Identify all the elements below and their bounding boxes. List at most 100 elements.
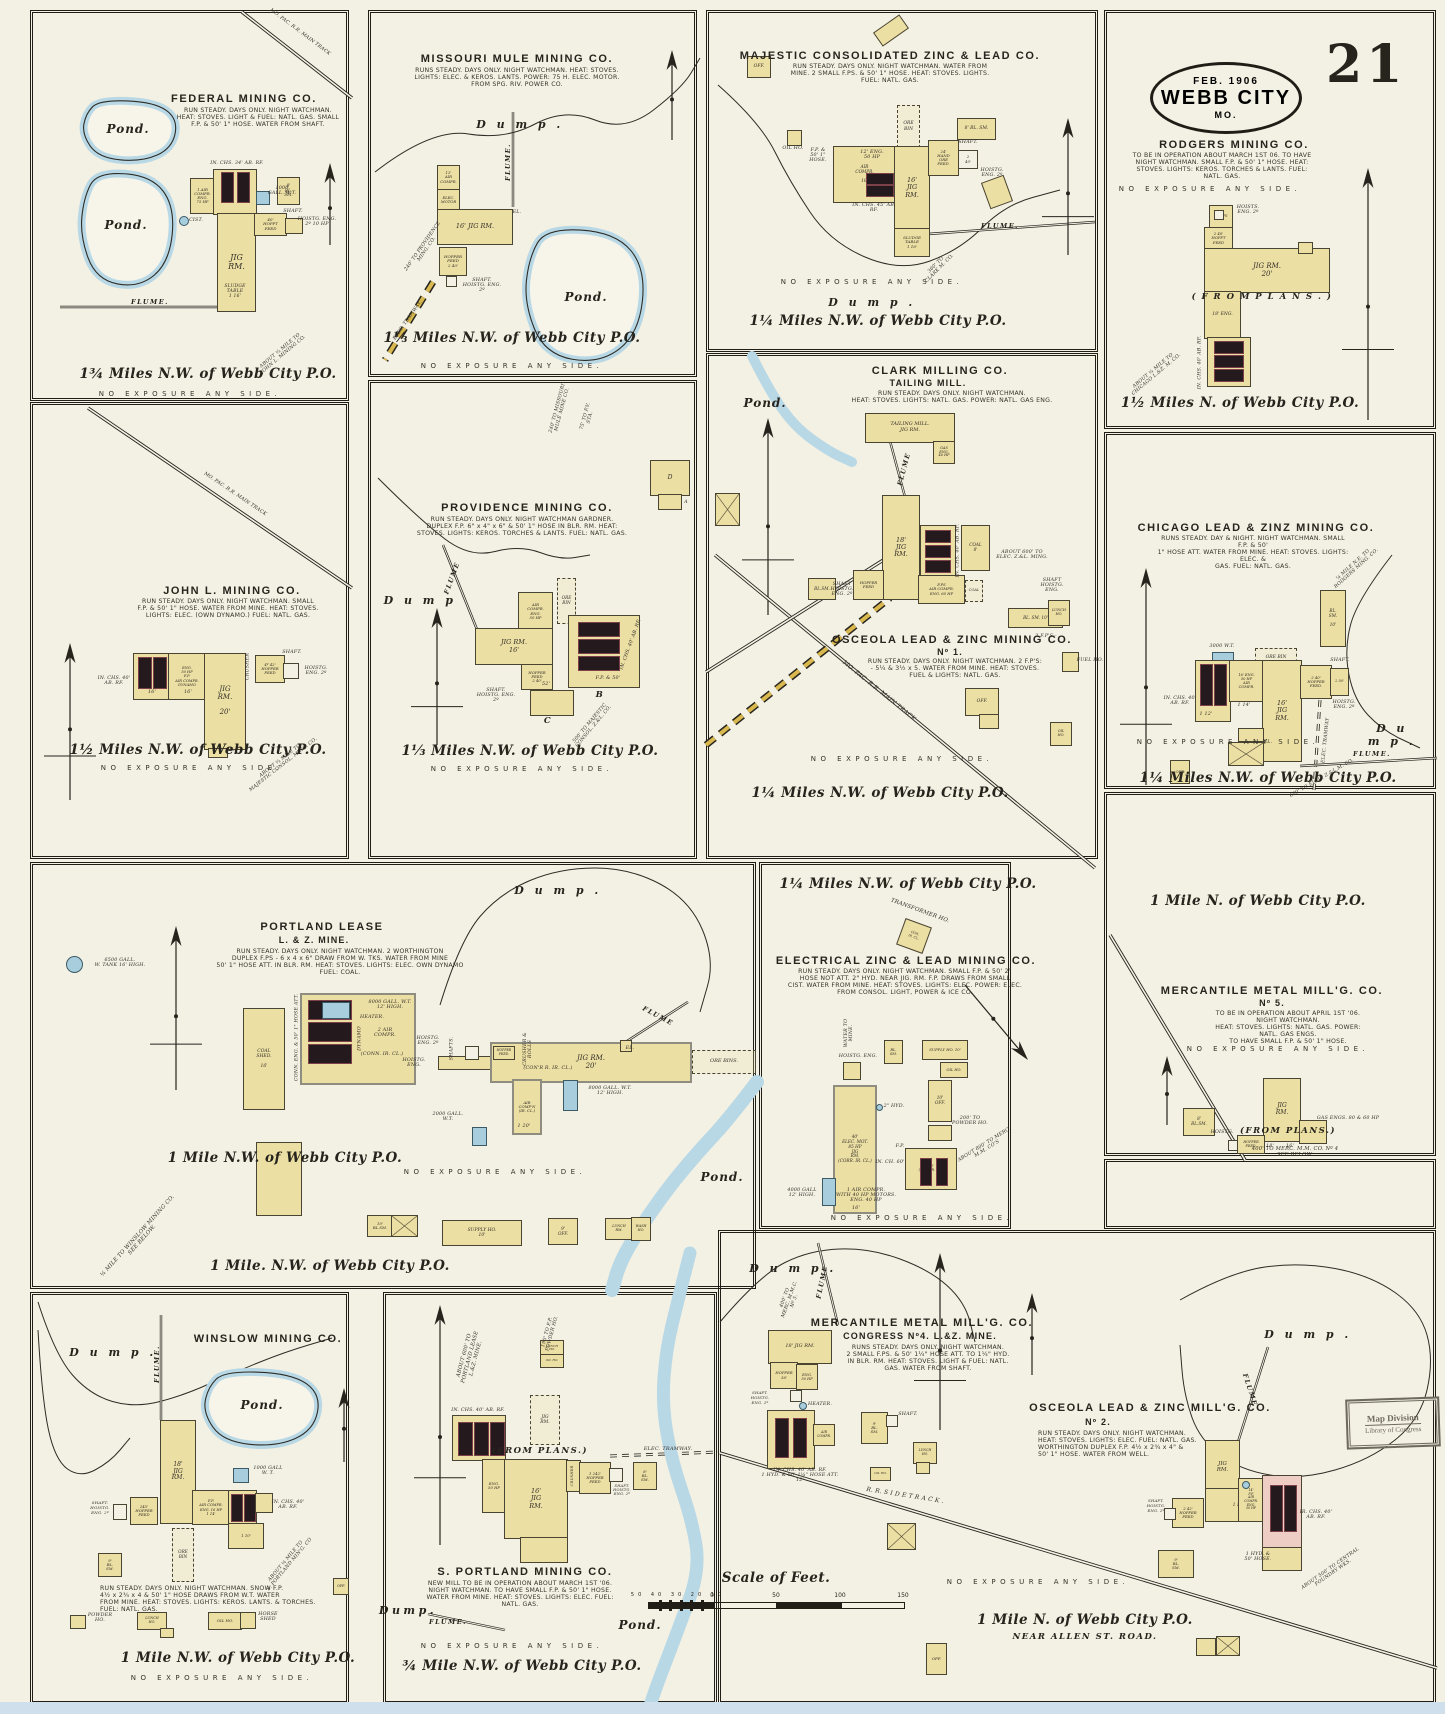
- map-label: SHAFT.: [282, 650, 302, 655]
- boiler: [578, 656, 620, 671]
- crossed-building: [1228, 742, 1264, 766]
- map-label: F.P.: [895, 1144, 905, 1149]
- map-label: NEAR ALLEN ST. ROAD.: [1012, 1632, 1158, 1642]
- boiler: [138, 657, 152, 689]
- building: OIL HO.: [870, 1467, 891, 1481]
- building: COAL: [965, 580, 983, 602]
- building: [160, 1628, 174, 1638]
- map-label: FLUME.: [504, 143, 512, 181]
- building-label: BL.SM.: [814, 585, 830, 591]
- map-label: 8000 GALL. W.T. 12' HIGH.: [588, 1086, 632, 1096]
- boiler: [793, 1418, 807, 1458]
- map-label: FLUME.: [1353, 750, 1391, 758]
- building: [70, 1615, 86, 1629]
- panel-title: WINSLOW MINING CO.: [193, 1333, 343, 1345]
- no-exposure-note: NO EXPOSURE ANY SIDE.: [830, 1214, 1014, 1222]
- building-label: LUNCH HO.: [918, 1448, 932, 1456]
- scale-number: 50 40 30 20 10: [630, 1592, 726, 1598]
- boiler: [1214, 369, 1244, 382]
- map-label: IN. CHS. 40' AB. RF.: [1163, 696, 1197, 706]
- building-label: 12' AIR COMPR.: [440, 170, 457, 184]
- panel-rodgers: [1104, 10, 1436, 429]
- map-label: SHAFT. HOISTG. ENG. 2º: [613, 1484, 631, 1496]
- building-label: 2 42' HOPPER FEED: [1179, 1505, 1197, 1520]
- map-label: RUN STEADY. DAYS ONLY. NIGHT WATCHMAN. S…: [100, 1585, 316, 1613]
- boiler: [474, 1422, 489, 1456]
- building: ENG. 50 HP: [796, 1364, 818, 1390]
- map-label: SHAFT HOISTG. ENG. 2º: [830, 582, 854, 597]
- building: 1 10': [228, 1523, 264, 1549]
- building: JIG RM. 20': [490, 1042, 692, 1083]
- building-label: JIG RM.: [1275, 1102, 1289, 1116]
- building: [1238, 728, 1264, 742]
- panel-john-l: [30, 402, 349, 859]
- boiler: [1284, 1485, 1297, 1532]
- no-exposure-note: NO EXPOSURE ANY SIDE.: [98, 390, 282, 398]
- water-tank: [563, 1080, 578, 1111]
- map-label: 1 14': [1237, 703, 1251, 708]
- crossed-building: [715, 493, 740, 526]
- building: [255, 1493, 273, 1513]
- building-label: OIL HO.: [216, 1617, 234, 1623]
- building-label: ENG. 50 HP: [801, 1372, 813, 1381]
- cistern: [179, 216, 189, 226]
- map-label: 2" HYD.: [883, 1104, 905, 1109]
- building: 2 40' HOPPER FEED.: [1300, 665, 1332, 699]
- building-label: 1 10': [241, 1532, 251, 1538]
- map-label: SHAFT.: [283, 209, 303, 214]
- map-label: 1 AIR COMPR. WITH 40 HP MOTORS. ENG. 40 …: [835, 1188, 897, 1203]
- building: [1262, 1547, 1302, 1571]
- building-label: OFF.: [976, 699, 988, 705]
- scale-segment: [840, 1602, 905, 1609]
- building-label: ELEC. MOTOR: [440, 194, 457, 204]
- boiler: [1214, 664, 1227, 706]
- building-label: 40' HOPPT FEED: [263, 216, 278, 231]
- building-label: D: [667, 473, 673, 481]
- building: 18' ENG.: [1204, 291, 1241, 339]
- building-label: 2 40': [965, 154, 971, 164]
- panel-title: FEDERAL MINING CO.: [171, 93, 317, 105]
- scale-tick: [701, 1600, 704, 1611]
- building-label: HOPPER FEED 2 40': [528, 669, 546, 684]
- building: BL.SM.: [808, 578, 836, 600]
- scale-tick: [669, 1600, 673, 1611]
- map-label: IN. CHS. 40' AB. RF.: [955, 523, 961, 578]
- map-label: D u m p .: [1264, 1328, 1352, 1341]
- building: 16' ENG. 50 HP AIR COMPR.: [1229, 660, 1264, 702]
- map-label: SHAFT.: [958, 140, 978, 145]
- boiler: [308, 1022, 352, 1042]
- map-label: IN. CHS. 40' AB. RF.: [271, 1500, 305, 1510]
- building: [1164, 1508, 1176, 1520]
- building-label: 14' F.P. AIR COMPR. ENG. 50 HP: [1244, 1488, 1258, 1511]
- map-label: EL.: [625, 1046, 635, 1051]
- building: ELEC. MOTOR: [437, 189, 460, 211]
- map-label: B: [595, 690, 605, 700]
- building: TAILING MILL. JIG RM.: [865, 413, 955, 443]
- boiler: [936, 1158, 948, 1186]
- building-label: BL. SM.: [889, 1047, 898, 1056]
- building-label: TAILING MILL. JIG RM.: [890, 421, 930, 433]
- map-label: (CON'R R. IR. CL.): [523, 1066, 573, 1071]
- building: LUNCH HO.: [137, 1612, 167, 1630]
- building-label: SUPPLY HO. 10': [467, 1227, 497, 1238]
- building-label: HOPPER FEED.: [1243, 1139, 1259, 1148]
- boiler: [775, 1418, 789, 1458]
- panel-title: OSCEOLA LEAD & ZINC MINING CO.: [831, 634, 1073, 646]
- building: ENG. 50 HP F.P. AIR COMPR. DYNAMO: [168, 653, 206, 700]
- building: HOPPER FEED 2 40': [439, 247, 467, 276]
- building: 12' AIR COMPR.: [437, 165, 460, 190]
- building-label: JIG RM.: [540, 1414, 550, 1425]
- map-label: HOISTG.: [1210, 1130, 1234, 1135]
- building-label: 16' JIG RM.: [905, 176, 919, 199]
- building: BL. SM. 10': [1320, 590, 1346, 647]
- building: OIL HO.: [208, 1612, 242, 1630]
- building: 40' ELEC. MOT. 85 HP JIG RM. (CORR. IR. …: [833, 1085, 877, 1214]
- building-label: OIL HO.: [946, 1067, 962, 1072]
- building: JIG RM. 20': [204, 653, 246, 750]
- building: [916, 1462, 930, 1474]
- map-label: IN. CHS. 40' AB. RF.: [97, 676, 131, 686]
- mileage-caption: 1 Mile N. of Webb City P.O.: [977, 1612, 1193, 1628]
- building: 8' BL. SM.: [277, 177, 300, 205]
- map-label: 6500 GALL. W. TANK 16' HIGH.: [94, 958, 146, 968]
- crossed-building: [887, 1523, 916, 1550]
